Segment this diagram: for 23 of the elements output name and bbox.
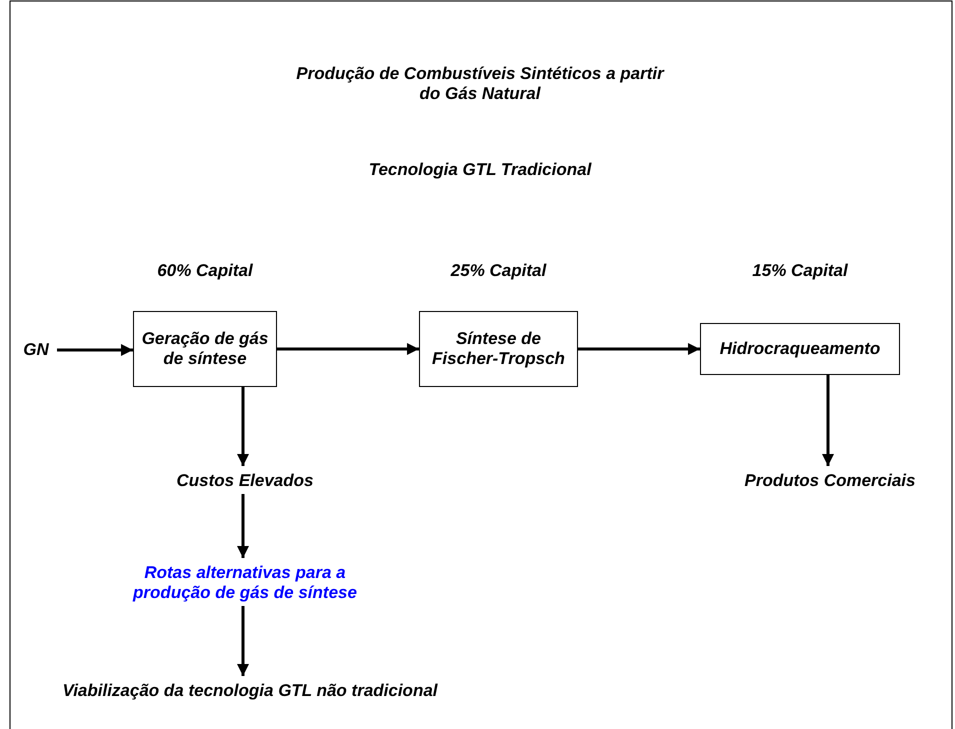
box-label: Geração de gás de síntese bbox=[141, 328, 269, 370]
arrow bbox=[277, 343, 419, 355]
note-text: Rotas alternativas para a produção de gás de síntese bbox=[105, 560, 385, 606]
title: Produção de Combustíveis Sintéticos a partir do Gás Natural bbox=[295, 64, 666, 105]
process-box bbox=[419, 311, 578, 387]
flow-text: GN bbox=[15, 338, 57, 362]
arrow bbox=[822, 375, 834, 466]
cost-share-label: 25% Capital bbox=[450, 261, 548, 281]
flow-text: Viabilização da tecnologia GTL não tradicional bbox=[20, 678, 480, 704]
process-box bbox=[700, 323, 900, 375]
arrow bbox=[237, 494, 249, 558]
arrow bbox=[237, 606, 249, 676]
box-label: Hidrocraqueamento bbox=[720, 338, 880, 360]
flow-text: Custos Elevados bbox=[150, 468, 340, 494]
arrow bbox=[237, 387, 249, 466]
subtitle: Tecnologia GTL Tradicional bbox=[368, 160, 593, 180]
box-label: Síntese de Fischer-Tropsch bbox=[431, 328, 566, 370]
flow-text: Produtos Comerciais bbox=[710, 468, 950, 494]
process-box bbox=[133, 311, 277, 387]
arrow bbox=[578, 343, 700, 355]
cost-share-label: 60% Capital bbox=[156, 261, 254, 281]
cost-share-label: 15% Capital bbox=[751, 261, 849, 281]
arrow bbox=[57, 344, 133, 356]
